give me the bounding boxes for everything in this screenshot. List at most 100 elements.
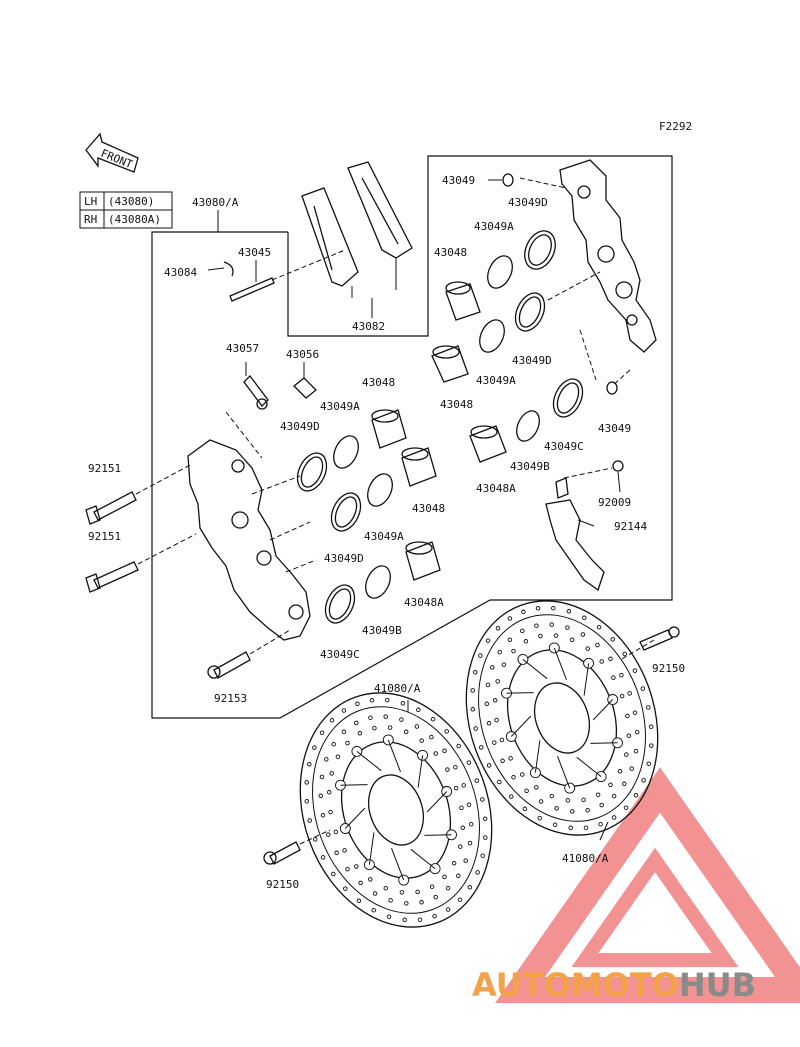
disc-hole (646, 705, 651, 710)
disc-hole (608, 656, 613, 662)
caliper-half-right (519, 159, 657, 387)
legend-side-lh: LH (84, 195, 97, 208)
label-43084: 43084 (164, 266, 197, 279)
disc-spoke (391, 848, 405, 881)
disc-hole (495, 679, 500, 684)
disc-hole (419, 900, 424, 905)
disc-hole (623, 805, 629, 810)
disc-hole (509, 794, 514, 799)
disc-spoke (368, 832, 375, 865)
disc-hole (385, 697, 390, 703)
disc-hole (632, 710, 638, 715)
disc-hole (646, 761, 651, 766)
disc-spoke (534, 740, 541, 773)
label-92153: 92153 (214, 692, 247, 705)
disc-hole (356, 898, 362, 904)
disc-spoke (553, 647, 567, 680)
right-seals-pistons (431, 173, 618, 463)
disc-hole (368, 715, 373, 720)
label-43049c-2: 43049C (320, 648, 360, 661)
disc-hole (345, 740, 350, 746)
disc-hole (568, 825, 573, 831)
disc-hole (485, 682, 491, 688)
disc-hole (387, 725, 393, 730)
disc-hole (595, 642, 600, 648)
disc-hole (585, 646, 590, 651)
label-43057: 43057 (226, 342, 259, 355)
disc-hole (511, 648, 516, 654)
disc-hole (480, 797, 485, 802)
disc-hole (318, 793, 324, 799)
disc-hole (520, 628, 525, 634)
disc-hole (444, 729, 449, 734)
disc-hole (371, 907, 376, 913)
disc-hole (319, 774, 325, 780)
disc-hole (404, 901, 409, 906)
disc-hole (369, 698, 375, 703)
disc-hole (442, 874, 447, 880)
disc-hole (552, 822, 558, 827)
disc-hole (388, 898, 393, 903)
disc-hole (456, 743, 461, 749)
disc-hole (473, 670, 478, 675)
label-43080: 43080/A (192, 196, 239, 209)
disc-hole (583, 825, 589, 830)
disc-hole (334, 850, 339, 856)
label-43048a-2: 43048A (404, 596, 444, 609)
disc-hole (632, 668, 638, 673)
disc-hole (480, 853, 485, 858)
caliper-assembly-frame (151, 155, 673, 719)
disc-hole (414, 724, 420, 729)
disc-hole (538, 799, 544, 804)
disc-hole (341, 729, 347, 735)
disc-hole (354, 864, 359, 869)
disc-hole (649, 743, 654, 748)
disc-hole (456, 873, 461, 879)
label-43049d-1: 43049D (508, 196, 548, 209)
disc-hole (399, 717, 404, 722)
watermark-part2: HUB (679, 966, 756, 1004)
disc-spoke (356, 751, 382, 772)
label-43049a-2: 43049A (476, 374, 516, 387)
disc-hole (507, 616, 513, 621)
disc-hole (459, 805, 464, 811)
disc-hole (372, 725, 377, 731)
disc-hole (611, 675, 616, 680)
disc-hole (312, 745, 317, 750)
disc-hole (610, 637, 615, 642)
label-43048-4: 43048 (412, 502, 445, 515)
bleeder-parts (243, 362, 317, 410)
disc-hole (626, 733, 632, 738)
disc-hole (537, 815, 542, 821)
disc-hole (399, 890, 405, 895)
label-92150-2: 92150 (266, 878, 299, 891)
disc-hole (501, 662, 507, 667)
disc-hole (312, 837, 318, 842)
disc-hole (419, 738, 424, 743)
legend-part-lh: (43080) (108, 195, 154, 208)
disc-hole (442, 748, 447, 754)
disc-spoke (510, 715, 532, 737)
disc-spoke (424, 834, 452, 836)
disc-hole (383, 714, 388, 719)
disc-hole (433, 894, 438, 900)
disc-hole (304, 799, 310, 804)
disc-hole (307, 762, 312, 767)
disc-hole (319, 730, 325, 735)
label-43082: 43082 (352, 320, 385, 333)
disc-hole (629, 766, 634, 771)
label-43049a-4: 43049A (364, 530, 404, 543)
disc-spoke (344, 807, 366, 829)
disc-hole (328, 809, 333, 815)
disc-hole (483, 835, 488, 840)
disc-spoke (590, 742, 618, 744)
disc-hole (619, 672, 624, 678)
disc-hole (611, 815, 617, 820)
disc-spoke (592, 699, 614, 721)
disc-hole (445, 767, 450, 772)
disc-hole (640, 686, 646, 691)
label-43049d-3: 43049D (280, 420, 320, 433)
disc-hole (633, 748, 639, 754)
disc-hole (492, 740, 497, 745)
